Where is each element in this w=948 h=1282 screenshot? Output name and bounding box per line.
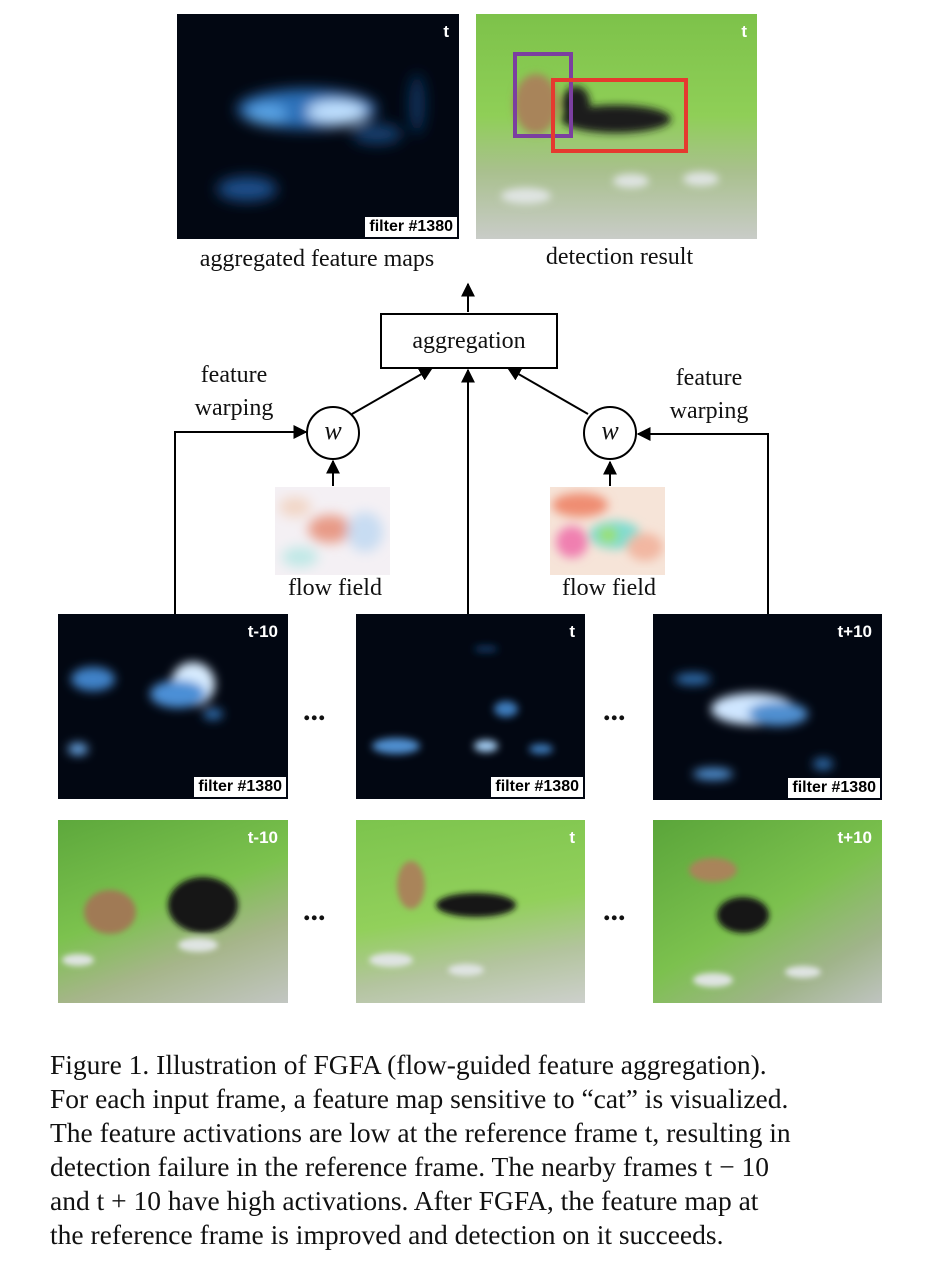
caption-line-5: and t + 10 have high activations. After … xyxy=(50,1185,759,1216)
ellipsis-video-right: ... xyxy=(603,894,626,927)
flow-field-left-caption: flow field xyxy=(288,575,382,601)
ellipsis-video-left: ... xyxy=(303,894,326,927)
video-tag-t: t xyxy=(569,828,575,847)
caption-line-1: Figure 1. Illustration of FGFA (flow-gui… xyxy=(50,1049,767,1080)
frame-tag-t: t xyxy=(569,622,575,641)
video-tag-t-minus-10: t-10 xyxy=(247,828,278,847)
top-feature-frame-tag: t xyxy=(443,22,449,41)
flow-field-left-image xyxy=(275,487,390,575)
video-tag-t-plus-10: t+10 xyxy=(837,828,873,847)
detection-box-red xyxy=(551,78,688,153)
aggregation-box: aggregation xyxy=(380,313,558,369)
detection-result-caption: detection result xyxy=(545,244,694,270)
ellipsis-feature-right: ... xyxy=(603,694,626,727)
detection-scene xyxy=(501,52,719,204)
warp-symbol-left: w xyxy=(324,416,342,445)
frame-tag-t-minus-10: t-10 xyxy=(247,622,278,641)
detection-result-image: t xyxy=(476,14,757,239)
video-frame-t: t xyxy=(356,820,585,1003)
feature-warping-right-line2: warping xyxy=(669,398,749,424)
connector-arrows xyxy=(174,282,769,614)
arrow-right-warp-to-agg xyxy=(506,367,589,415)
filter-label-top: filter #1380 xyxy=(365,217,457,237)
arrow-left-warp-to-agg xyxy=(351,367,434,415)
arrow-right-frame-to-warp xyxy=(636,427,769,614)
feature-map-t-plus-10: t+10 filter #1380 xyxy=(653,614,882,800)
aggregation-label: aggregation xyxy=(412,328,526,354)
feature-warping-left-line1: feature xyxy=(200,362,268,388)
caption-line-6: the reference frame is improved and dete… xyxy=(50,1219,724,1250)
caption-line-4: detection failure in the reference frame… xyxy=(50,1151,769,1182)
filter-label-t-minus-10: filter #1380 xyxy=(194,777,286,797)
caption-line-3: The feature activations are low at the r… xyxy=(50,1117,791,1148)
aggregated-feature-maps-caption: aggregated feature maps xyxy=(199,246,435,272)
top-detection-frame-tag: t xyxy=(741,22,747,41)
filter-label-t-plus-10: filter #1380 xyxy=(788,778,880,798)
feature-activation-blobs xyxy=(217,74,425,201)
arrow-left-frame-to-warp xyxy=(174,425,308,614)
figure: w w aggregation t filter #1380 aggregate… xyxy=(58,14,882,1003)
warp-node-left xyxy=(306,406,360,460)
figure-caption: Figure 1. Illustration of FGFA (flow-gui… xyxy=(50,1048,896,1252)
warp-symbol-right: w xyxy=(601,416,619,445)
feature-warping-left-line2: warping xyxy=(194,395,274,421)
aggregated-feature-map: t filter #1380 xyxy=(177,14,459,239)
flow-field-right-image xyxy=(550,487,665,575)
feature-warping-right-line1: feature xyxy=(675,365,743,391)
feature-map-t: t filter #1380 xyxy=(356,614,585,799)
video-frame-t-minus-10: t-10 xyxy=(58,820,288,1003)
flow-field-right-caption: flow field xyxy=(562,575,656,601)
ellipsis-feature-left: ... xyxy=(303,694,326,727)
warp-node-right xyxy=(583,406,637,460)
frame-tag-t-plus-10: t+10 xyxy=(837,622,873,641)
feature-map-t-minus-10: t-10 filter #1380 xyxy=(58,614,288,799)
filter-label-t: filter #1380 xyxy=(491,777,583,797)
caption-line-2: For each input frame, a feature map sens… xyxy=(50,1083,789,1114)
detection-box-purple xyxy=(513,52,573,138)
video-frame-t-plus-10: t+10 xyxy=(653,820,882,1003)
